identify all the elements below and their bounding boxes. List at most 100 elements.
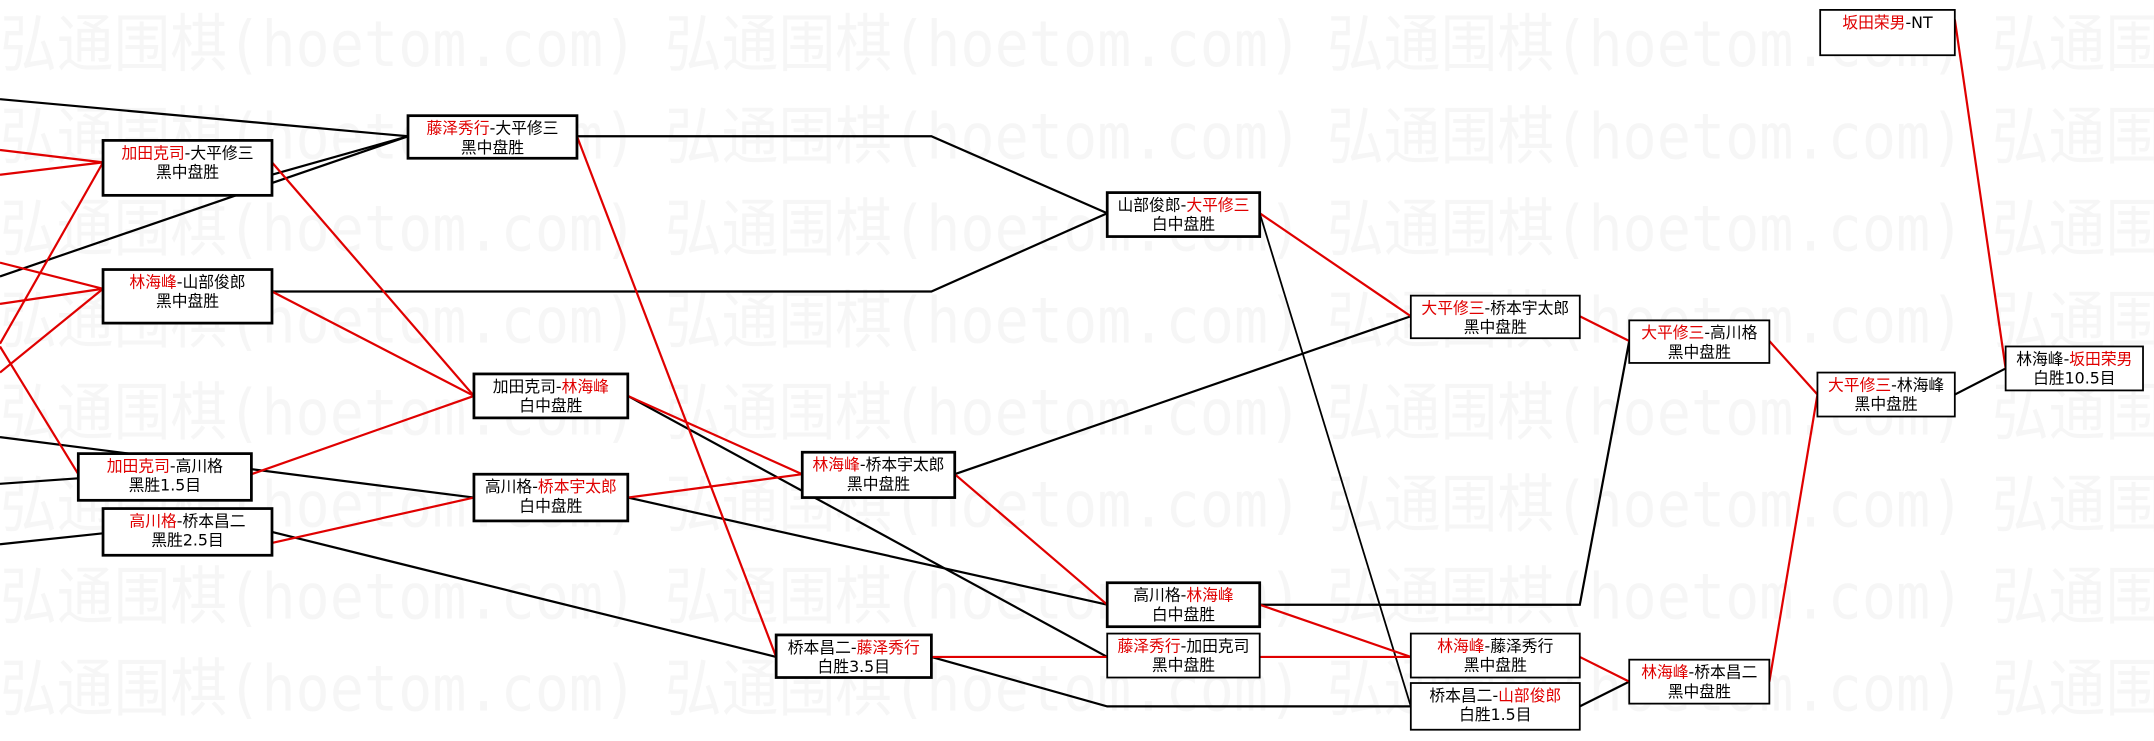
player-2: 加田克司: [1186, 636, 1249, 655]
match-players: 山部俊郎-大平修三: [1117, 195, 1249, 214]
dash: -: [556, 377, 562, 396]
player-2: 高川格: [176, 456, 224, 475]
match-players: 加田克司-高川格: [107, 456, 223, 475]
player-1: 林海峰: [813, 455, 861, 474]
watermark-text: 弘通围棋(hoetom.com): [0, 559, 637, 633]
winner-path-line: [575, 135, 778, 658]
bracket-line: [954, 315, 1412, 476]
dash: -: [2064, 349, 2070, 368]
match-players: 大平修三-桥本宇太郎: [1421, 298, 1569, 317]
watermark-text: 弘通围棋(hoetom.com): [1992, 99, 2154, 173]
player-2: 山部俊郎: [1498, 686, 1561, 705]
winner-path-line: [1579, 655, 1630, 683]
player-2: 大平修三: [495, 119, 558, 138]
dash: -: [1181, 195, 1187, 214]
bracket-line: [1259, 340, 1631, 606]
player-2: 林海峰: [1897, 375, 1945, 394]
winner-path-line: [1259, 212, 1412, 318]
player-1: 桥本昌二: [788, 638, 851, 657]
player-2: 高川格: [1710, 323, 1758, 342]
player-2: 藤泽秀行: [857, 638, 920, 657]
bracket-line: [1954, 367, 2007, 396]
match-result: 黑中盘胜: [1668, 342, 1731, 361]
match-players: 桥本昌二-藤泽秀行: [788, 638, 920, 657]
watermark-text: 弘通围棋(hoetom.com): [1992, 191, 2154, 265]
bracket-line: [0, 98, 409, 138]
match-result: 白胜3.5目: [818, 657, 890, 676]
watermark-text: 弘通围棋(hoetom.com): [1327, 191, 1964, 265]
dash: -: [1485, 298, 1491, 317]
match-result: 黑中盘胜: [156, 162, 219, 181]
match-box-frame: [101, 268, 274, 325]
dash: -: [1181, 636, 1187, 655]
match-box-frame: [1105, 581, 1262, 629]
player-1: 桥本昌二: [1429, 686, 1492, 705]
player-2: 大平修三: [190, 143, 253, 162]
match-players: 藤泽秀行-大平修三: [427, 119, 559, 138]
match-players: 桥本昌二-山部俊郎: [1429, 686, 1561, 705]
winner-path-line: [1953, 19, 2007, 369]
match-box-frame: [101, 139, 274, 197]
dash: -: [851, 638, 857, 657]
player-2: 桥本宇太郎: [538, 477, 617, 496]
match-box-frame: [76, 452, 253, 502]
match-players: 大平修三-高川格: [1641, 323, 1757, 342]
match-result: 黑中盘胜: [1464, 656, 1527, 675]
watermark-text: 弘通围棋(hoetom.com): [1992, 467, 2154, 541]
match-box-frame: [1628, 658, 1771, 705]
dash: -: [1485, 636, 1491, 655]
bracket-line: [931, 655, 1411, 708]
winner-path-line: [0, 287, 104, 305]
winner-path-line: [954, 473, 1108, 606]
watermark-text: 弘通围棋(hoetom.com): [665, 467, 1302, 541]
player-1: 藤泽秀行: [1117, 636, 1180, 655]
match-box-frame: [1105, 191, 1262, 238]
player-2: 桥本昌二: [1694, 663, 1757, 682]
watermark-text: 弘通围棋(hoetom.com): [665, 7, 1302, 81]
winner-path-line: [0, 261, 104, 290]
match-box-frame: [1816, 371, 1956, 418]
winner-path-line: [271, 161, 475, 397]
dash: -: [170, 456, 176, 475]
match-players: 藤泽秀行-加田克司: [1117, 636, 1249, 655]
player-1: 林海峰: [1437, 636, 1485, 655]
dash: -: [1905, 13, 1911, 32]
player-2: NT: [1911, 13, 1933, 32]
match-box: 坂田荣男-NT: [1819, 9, 1956, 57]
player-2: 大平修三: [1186, 195, 1249, 214]
dash: -: [1492, 686, 1498, 705]
bracket-line: [0, 477, 79, 485]
match-result: 白中盘胜: [519, 396, 582, 415]
dash: -: [177, 272, 183, 291]
dash: -: [1891, 375, 1897, 394]
match-result: 黑中盘胜: [1152, 656, 1215, 675]
watermark-text: 弘通围棋(hoetom.com): [665, 283, 1302, 357]
bracket-line: [271, 212, 1108, 293]
match-players: 坂田荣男-NT: [1842, 13, 1933, 32]
match-result: 白中盘胜: [1152, 215, 1215, 234]
match-box-frame: [2004, 345, 2144, 392]
dash: -: [1689, 663, 1695, 682]
winner-path-line: [627, 473, 803, 499]
match-result: 白中盘胜: [519, 496, 582, 515]
player-1: 林海峰: [1641, 663, 1689, 682]
match-box-frame: [472, 472, 630, 523]
match-players: 大平修三-林海峰: [1828, 375, 1944, 394]
match-box-frame: [472, 372, 630, 420]
match-box-frame: [1409, 294, 1581, 340]
match-boxes: 加田克司-大平修三黑中盘胜林海峰-山部俊郎黑中盘胜高川格-桥本昌二黑胜2.5目加…: [76, 9, 2144, 731]
match-box-frame: [800, 450, 957, 499]
match-box-frame: [1819, 9, 1956, 57]
player-2: 桥本宇太郎: [866, 455, 945, 474]
player-2: 林海峰: [1186, 586, 1234, 605]
